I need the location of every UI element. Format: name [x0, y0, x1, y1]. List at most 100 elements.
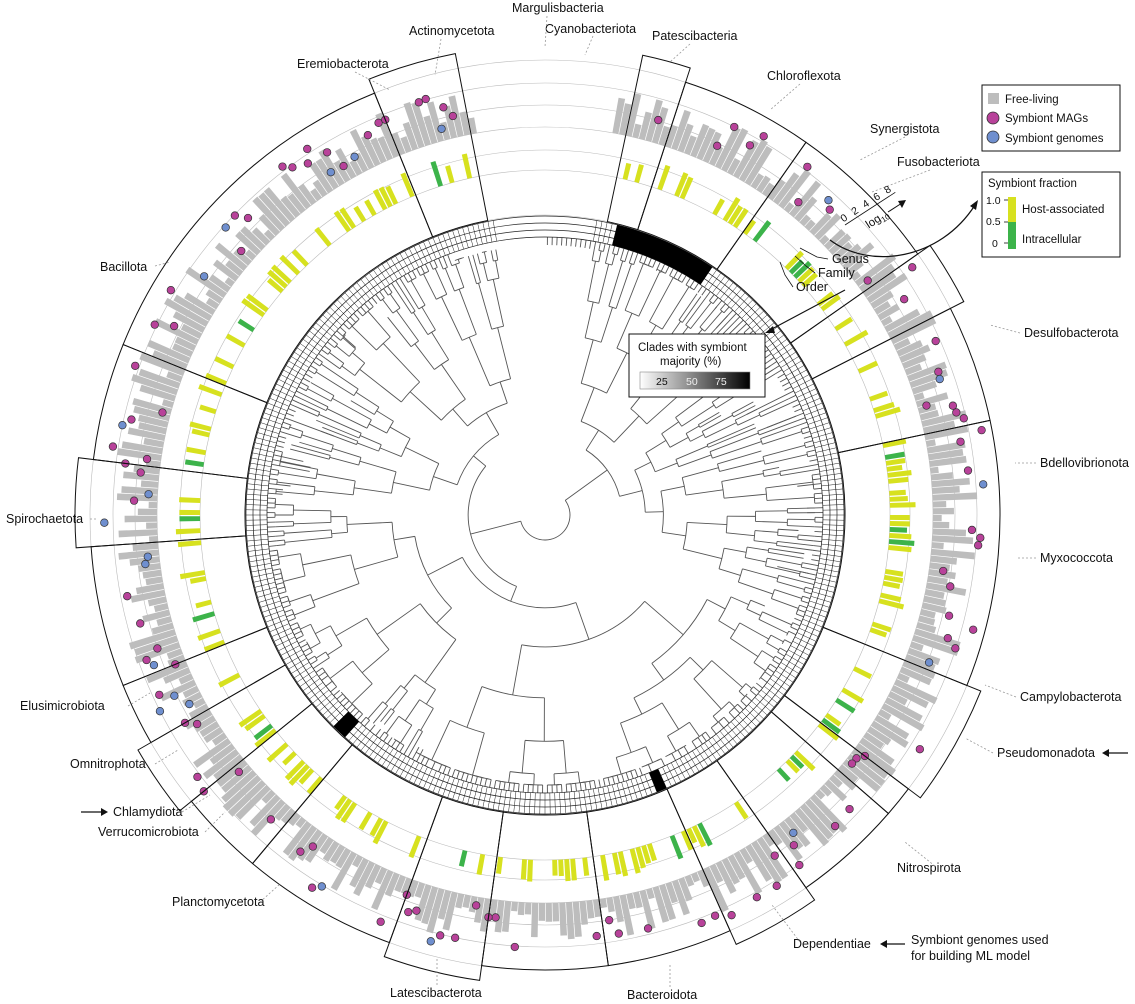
tree-branch [395, 287, 416, 314]
tree-leaf [269, 473, 279, 476]
host-associated-bar [205, 372, 227, 386]
tree-branch [777, 528, 799, 538]
tree-branch [315, 651, 330, 665]
free-living-bar [352, 854, 363, 868]
rank-ring-tick [700, 745, 713, 764]
tree-leaf [307, 369, 316, 375]
rank-ring-tick [247, 483, 269, 487]
host-associated-bar [817, 722, 840, 741]
rank-ring-tick [602, 222, 608, 244]
rank-ring-tick [662, 766, 672, 787]
tree-leaf [364, 303, 370, 310]
tree-leaf [289, 403, 298, 408]
tree-branch [431, 720, 485, 776]
rank-ring-tick [792, 640, 812, 651]
free-living-bar [225, 260, 244, 277]
host-associated-bar [882, 580, 901, 589]
free-living-bar [819, 234, 830, 245]
rank-ring-tick [373, 269, 386, 288]
free-living-bar [166, 648, 183, 660]
tree-leaf [369, 724, 376, 732]
intracellular-bar [776, 767, 791, 782]
symbiont-genome-dot [979, 480, 988, 489]
tree-leaf [799, 421, 808, 426]
tree-leaf [416, 268, 421, 276]
tree-leaf [282, 604, 291, 609]
rank-ring-tick [800, 397, 821, 407]
tree-leaf [811, 468, 820, 471]
rank-ring-tick [299, 674, 318, 687]
free-living-bar [371, 869, 394, 911]
free-living-bar [619, 894, 635, 936]
rank-ring-tick [291, 356, 310, 368]
phylum-labels: Margulisbacteria Cyanobacteriota Patesci… [6, 1, 1129, 1002]
tree-leaf [794, 617, 803, 622]
rank-ring-tick [821, 543, 843, 547]
free-living-bar [235, 785, 271, 820]
label-actinomycetota: Actinomycetota [409, 24, 495, 38]
tree-leaf [411, 270, 417, 278]
symbiont-mag-dot [414, 98, 423, 107]
free-living-bar [929, 455, 967, 468]
free-living-bar [874, 300, 891, 315]
rank-ring-circle [266, 236, 824, 794]
tree-leaf [767, 357, 775, 363]
tree-branch [721, 473, 767, 499]
tree-leaf [794, 408, 803, 413]
tree-leaf [399, 277, 405, 286]
host-associated-bar [888, 545, 912, 553]
tree-branch [300, 623, 321, 649]
rank-ring-tick [418, 766, 428, 787]
free-living-bar [646, 887, 655, 900]
host-associated-bar [334, 794, 348, 811]
rank-ring-tick [630, 779, 638, 800]
host-associated-bar [869, 627, 888, 638]
rank-ring-tick [513, 791, 517, 813]
free-living-bar [459, 111, 471, 136]
rank-ring-tick [785, 653, 805, 665]
host-associated-bar [886, 464, 903, 472]
symbiont-mag-dot [710, 911, 720, 920]
symbiont-mag-dot [363, 130, 373, 140]
free-living-bar [139, 352, 185, 376]
rank-ring-tick [734, 718, 750, 734]
tree-arc [467, 402, 508, 427]
clade-box [383, 796, 504, 981]
tree-leaf [438, 764, 443, 773]
highlight-arrows [81, 749, 1128, 948]
free-living-bar [651, 107, 669, 144]
free-living-bar [280, 195, 301, 218]
host-associated-bar [364, 199, 377, 217]
host-associated-bar [203, 639, 226, 653]
tree-leaf [733, 316, 741, 323]
free-living-bar [745, 844, 773, 882]
host-associated-bar [629, 848, 641, 874]
rank-ring-tick [578, 790, 582, 812]
rank-ring-tick [757, 693, 775, 708]
free-living-bar [370, 137, 387, 164]
free-living-bar [227, 780, 266, 817]
symbiont-mag-dot [830, 821, 840, 831]
rank-ring-tick [588, 789, 593, 811]
free-living-bar [142, 569, 162, 579]
free-living-bar [899, 344, 931, 363]
tree-leaf [336, 693, 344, 700]
rank-ring-tick [780, 356, 799, 368]
tree-leaf [442, 256, 447, 264]
tree-leaf [269, 549, 278, 552]
tree-branch [297, 402, 320, 417]
host-associated-bar [871, 621, 892, 633]
rank-ring-tick [635, 777, 643, 798]
free-living-bar [249, 794, 281, 827]
rank-ring-tick [306, 334, 324, 348]
tree-branch [315, 625, 343, 656]
tree-arc [713, 718, 723, 726]
symbiont-mag-dot [404, 907, 413, 917]
symbiont-mag-dot [845, 804, 854, 814]
free-living-bar [619, 103, 632, 136]
tree-branch [473, 455, 517, 602]
symbiont-mag-dot [956, 437, 965, 446]
tree-leaf [737, 703, 744, 711]
symbiont-mag-dot [592, 931, 601, 941]
tree-leaf [796, 613, 804, 618]
